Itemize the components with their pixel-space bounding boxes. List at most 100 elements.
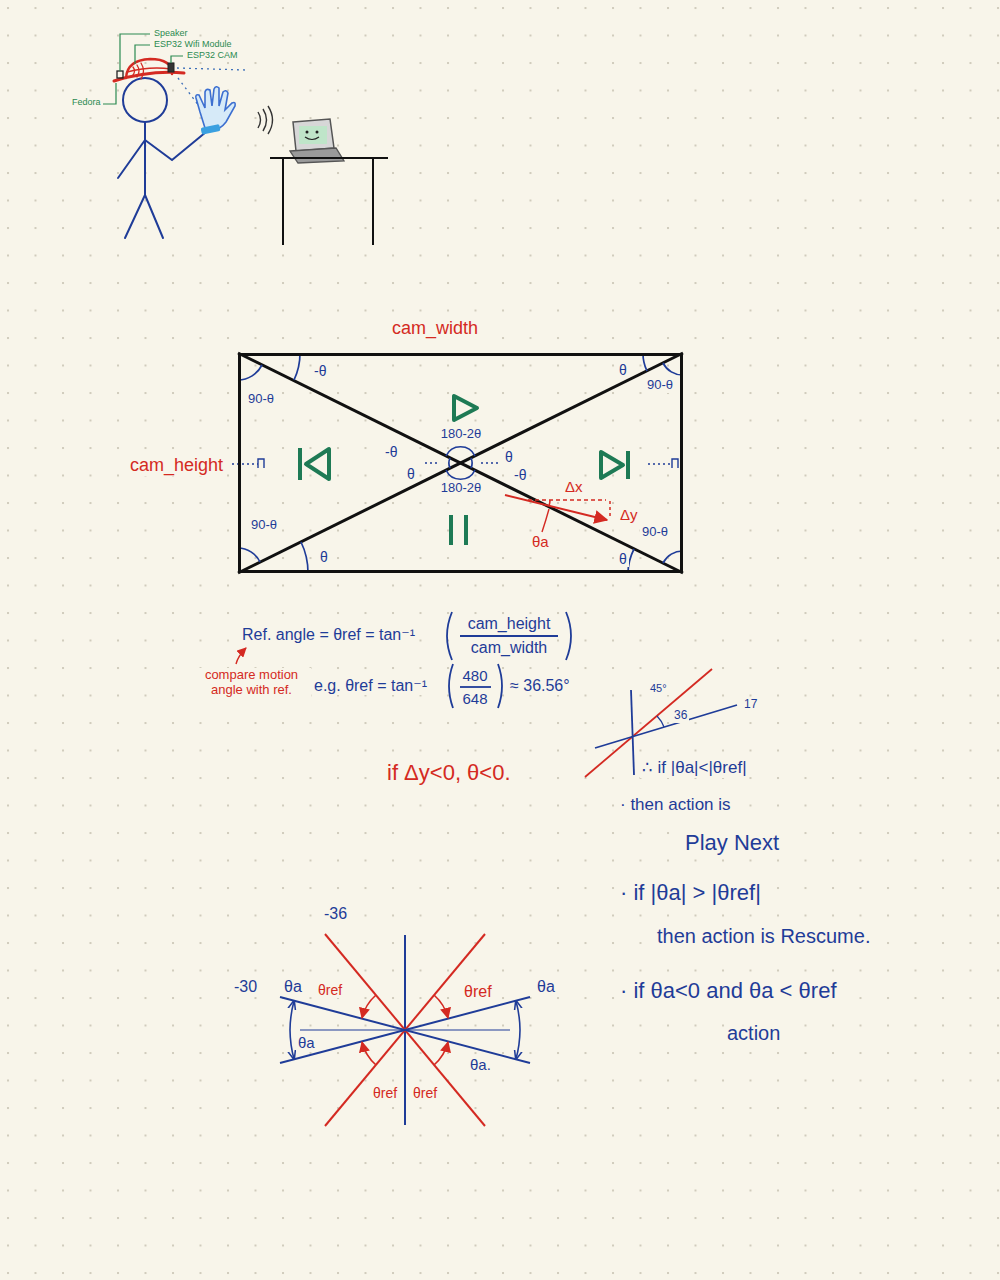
- fedora-hat: [126, 59, 172, 78]
- angle-arc: [238, 365, 262, 380]
- motion-vector: [609, 501, 611, 518]
- table: [372, 158, 374, 245]
- rule-note: ∴ if |θa|<|θref|: [640, 758, 749, 778]
- angle-arc: [628, 549, 634, 573]
- dotted-guide: [481, 462, 498, 463]
- dotted-guide: [232, 463, 258, 464]
- motion-vector: [505, 495, 610, 532]
- angle-label: θa: [535, 978, 557, 996]
- leader-line: [135, 45, 150, 64]
- laptop: [306, 131, 309, 134]
- angle-label: 180-2θ: [439, 481, 483, 496]
- annotation-note: if Δy<0, θ<0.: [385, 760, 513, 785]
- angle-arc: [449, 458, 450, 468]
- motion-vector: [505, 495, 607, 520]
- motion-label: θa: [530, 533, 551, 550]
- fedora-hat: [168, 63, 174, 72]
- note-arrow: [236, 648, 246, 664]
- angle-arc: [446, 470, 475, 479]
- angle-value: -30: [232, 978, 259, 996]
- angle-arc: [471, 458, 472, 468]
- media-icon: [626, 451, 630, 479]
- angle-arc: [446, 447, 475, 456]
- angle-arc: [663, 363, 683, 375]
- gloved-hand: [196, 87, 235, 130]
- rule-note: action: [725, 1022, 782, 1045]
- formula-bracket: [447, 612, 571, 708]
- formula-bracket: [449, 664, 453, 708]
- laptop: [290, 148, 344, 163]
- rule-note: · then action is: [618, 795, 733, 815]
- angle-sketch: [595, 705, 737, 748]
- stick-figure: [145, 132, 206, 160]
- laptop: [290, 119, 344, 163]
- table: [282, 158, 284, 245]
- fedora-hat: [133, 67, 135, 75]
- angle-value: 17: [742, 698, 759, 712]
- angle-value: 36: [672, 709, 689, 723]
- leader-line: [171, 56, 183, 63]
- formula-text: ≈ 36.56°: [508, 677, 572, 695]
- dimension-label: cam_height: [128, 455, 225, 476]
- fraction-denominator: 648: [460, 690, 489, 707]
- fedora-hat: [117, 71, 123, 78]
- angle-arc: [290, 1030, 294, 1059]
- angle-label: 90-θ: [645, 378, 675, 393]
- camera-view-line: [177, 68, 245, 70]
- angle-label: θa.: [468, 1056, 493, 1073]
- angle-label: θref: [316, 982, 344, 998]
- angle-value: -36: [322, 905, 349, 923]
- stick-figure: [118, 140, 145, 178]
- angle-label: θ: [405, 466, 417, 482]
- media-icon: [464, 515, 468, 545]
- angle-label: θ: [503, 449, 515, 465]
- part-label: ESP32 Wifi Module: [152, 39, 234, 49]
- stick-figure: [144, 122, 146, 195]
- stick-figure: [145, 195, 163, 238]
- angle-label: 90-θ: [640, 525, 670, 540]
- motion-vector: [549, 500, 550, 506]
- stick-figure: [125, 195, 145, 238]
- rule-note: · if |θa| > |θref|: [618, 880, 763, 905]
- angle-arc: [362, 995, 376, 1018]
- angle-label: -θ: [312, 363, 328, 379]
- wifi-signal: [258, 112, 261, 128]
- wifi-signal: [258, 106, 273, 134]
- angle-sketch: [280, 997, 530, 1063]
- part-label: Fedora: [70, 97, 103, 107]
- formula-text: e.g. θref = tan⁻¹: [312, 677, 429, 695]
- angle-arc: [238, 353, 683, 573]
- motion-label: Δx: [563, 478, 585, 495]
- angle-label: -θ: [383, 444, 399, 460]
- wifi-signal: [268, 106, 273, 134]
- fedora-hat: [141, 63, 144, 79]
- angle-arc: [516, 1030, 520, 1059]
- stick-figure: [123, 78, 167, 122]
- dotted-guide: [648, 463, 670, 464]
- laptop: [299, 126, 327, 144]
- angle-label: θ: [318, 549, 330, 565]
- angle-sketch: [657, 716, 664, 727]
- angle-label: 90-θ: [249, 518, 279, 533]
- angle-sketch: [280, 934, 530, 1126]
- formula-bracket: [447, 612, 452, 660]
- angle-label: 180-2θ: [439, 427, 483, 442]
- gloved-hand: [201, 124, 221, 135]
- leader-line: [120, 34, 150, 71]
- angle-label: θa: [296, 1034, 317, 1051]
- angle-arc: [290, 1001, 294, 1030]
- dotted-guide: [232, 463, 670, 464]
- media-icon: [449, 515, 453, 545]
- angle-label: θref: [371, 1085, 399, 1101]
- media-icon: [300, 396, 628, 545]
- formula-bracket: [566, 612, 571, 660]
- angle-arc: [290, 995, 520, 1065]
- angle-arc: [434, 995, 448, 1018]
- motion-label: Δy: [618, 506, 640, 523]
- fedora-hat: [114, 59, 184, 81]
- media-icon: [601, 452, 623, 478]
- media-icon: [454, 396, 477, 420]
- angle-arc: [294, 353, 300, 380]
- part-label: Speaker: [152, 28, 190, 38]
- angle-sketch: [280, 997, 530, 1063]
